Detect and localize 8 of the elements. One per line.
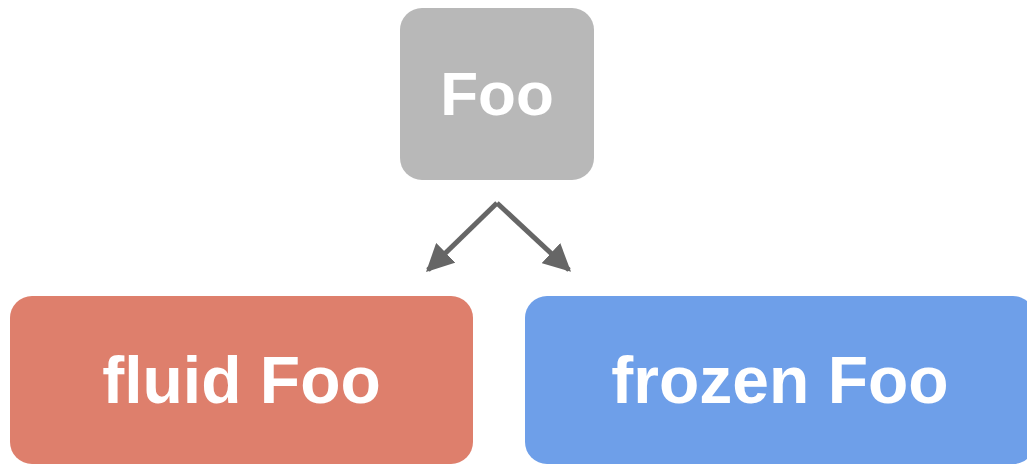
- box-label: fluid Foo: [102, 347, 381, 413]
- box-label: frozen Foo: [611, 347, 949, 413]
- box-label: Foo: [440, 63, 554, 125]
- rounded-box: [400, 8, 594, 180]
- arrow: [426, 201, 499, 272]
- arrow: [495, 201, 571, 272]
- rounded-box: [10, 296, 473, 464]
- rounded-box: [525, 296, 1027, 464]
